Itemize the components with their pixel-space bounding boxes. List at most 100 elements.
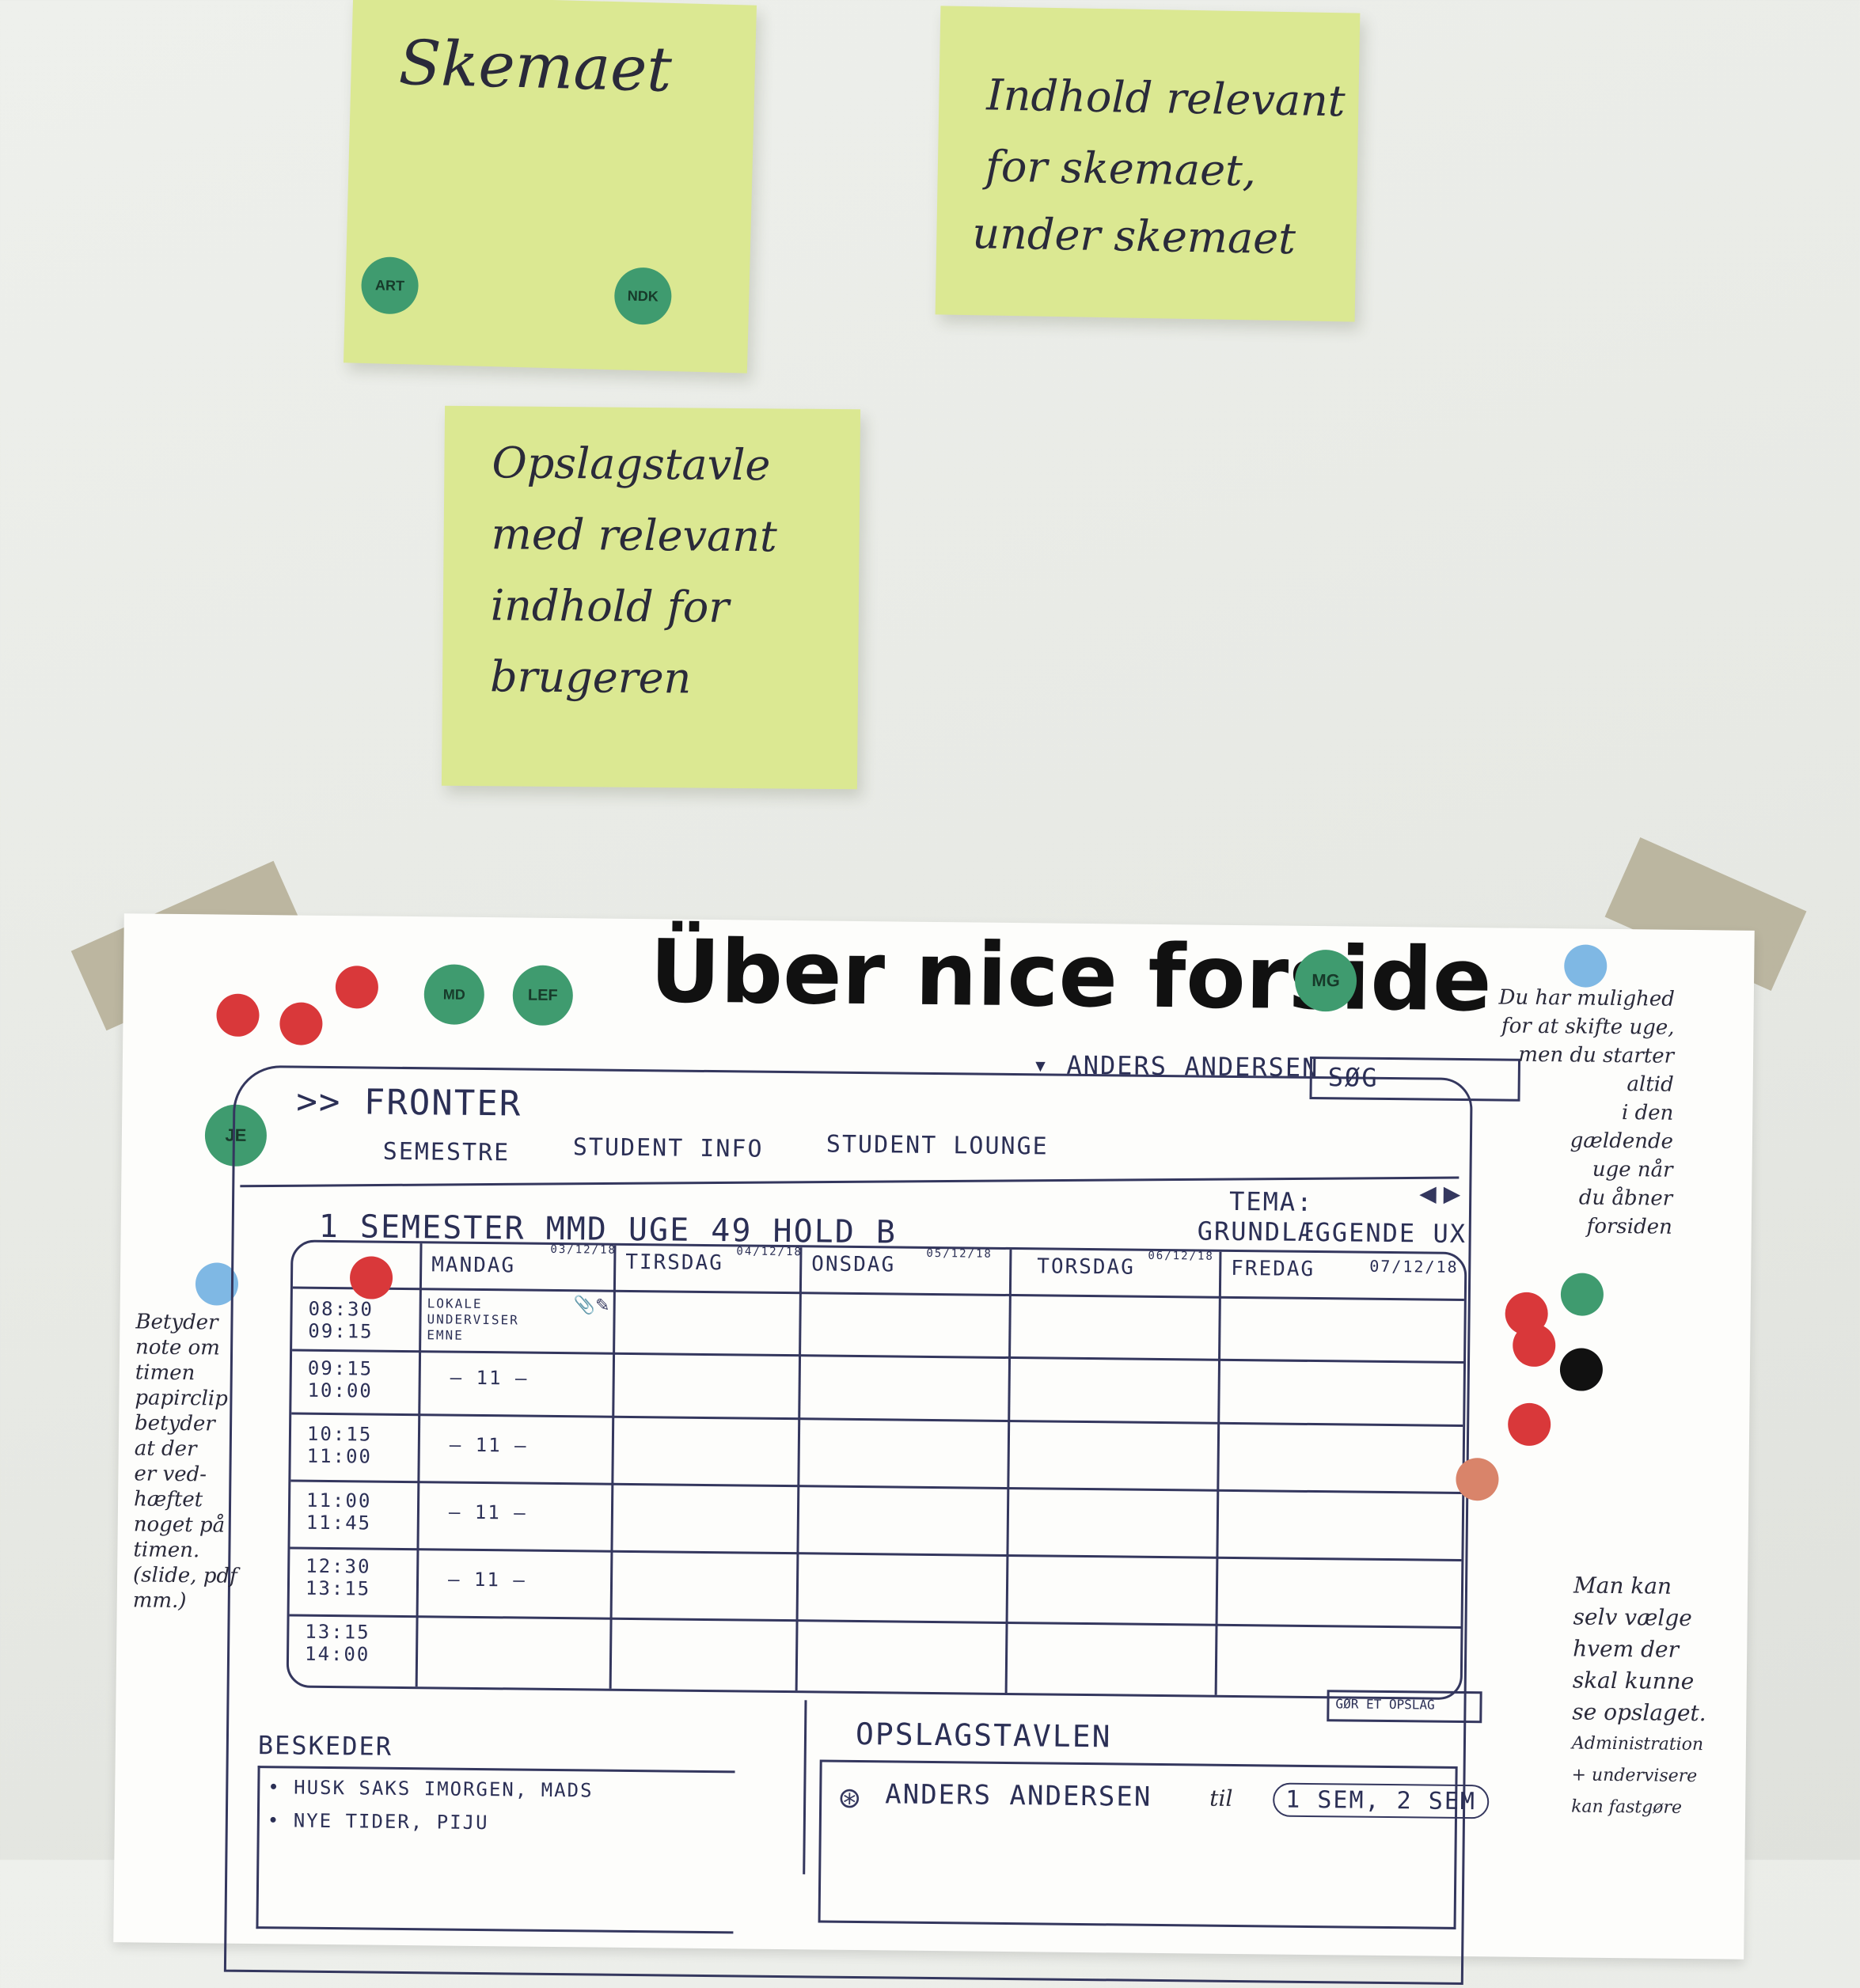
sticky-note-skemaet: Skemaet ART NDK (344, 0, 757, 374)
note-text-line: med relevant (491, 509, 778, 562)
create-post-label: GØR ET OPSLAG (1335, 1696, 1435, 1713)
message-text: HUSK SAKS IMORGEN, MADS (294, 1776, 594, 1802)
messages-box: • HUSK SAKS IMORGEN, MADS • NYE TIDER, P… (256, 1766, 735, 1934)
repeat-cell: — 11 — (447, 1568, 526, 1592)
orange-vote-dot (1456, 1457, 1499, 1501)
repeat-cell: — 11 — (448, 1500, 527, 1524)
repeat-cell: — 11 — (450, 1366, 529, 1390)
user-menu-sketch[interactable]: ▾ ANDERS ANDERSEN (1032, 1049, 1319, 1083)
note-text-line: Skemaet (397, 27, 673, 106)
cell-lokale[interactable]: LOKALE (427, 1296, 483, 1312)
red-vote-dot (279, 1002, 323, 1045)
message-item[interactable]: • NYE TIDER, PIJU (267, 1809, 489, 1834)
nav-item-student-lounge[interactable]: STUDENT LOUNGE (826, 1130, 1049, 1161)
nav-item-semestre[interactable]: SEMESTRE (382, 1137, 511, 1167)
annotation-line: du åbner (1578, 1186, 1673, 1211)
schedule-header-row: MANDAG 03/12/18 TIRSDAG 04/12/18 ONSDAG … (292, 1242, 1465, 1302)
board-post: ⊛ ANDERS ANDERSEN til 1 SEM, 2 SEM (818, 1759, 1490, 1929)
annotation-line: selv vælge (1573, 1603, 1693, 1632)
poster-title: Über nice forside (649, 920, 1493, 1031)
right-annotation-top: Du har mulighed for at skifte uge, men d… (1482, 983, 1675, 1241)
day-date: 06/12/18 (1148, 1249, 1214, 1263)
annotation-line: men du starter (1518, 1042, 1675, 1068)
annotation-line: forsiden (1586, 1214, 1672, 1239)
time-slot: 13:15 14:00 (304, 1620, 370, 1666)
annotation-line: altid (1627, 1072, 1674, 1097)
day-header-onsdag: ONSDAG (811, 1252, 896, 1277)
annotation-line: kan fastgøre (1571, 1796, 1683, 1818)
repeat-cell: — 11 — (449, 1433, 528, 1457)
annotation-line: (slide, pdf (132, 1563, 237, 1588)
day-date: 04/12/18 (736, 1245, 803, 1259)
message-item[interactable]: • HUSK SAKS IMORGEN, MADS (268, 1776, 594, 1802)
annotation-line: skal kunne (1572, 1667, 1695, 1695)
grid-row-line (291, 1412, 1463, 1427)
time-slot: 09:15 10:00 (307, 1356, 374, 1402)
post-to: til (1209, 1785, 1233, 1812)
messages-title: BESKEDER (257, 1730, 393, 1762)
red-vote-dot (1512, 1323, 1556, 1368)
annotation-line: Betyder (135, 1310, 218, 1335)
vote-dot-art: ART (360, 256, 419, 315)
wireframe-poster: Über nice forside MD LEF MG JE ▾ ANDERS … (113, 913, 1755, 1986)
grid-column-line (415, 1243, 423, 1687)
red-vote-dot (1507, 1402, 1551, 1447)
day-header-tirsdag: TIRSDAG (625, 1250, 724, 1276)
day-header-fredag: FREDAG (1231, 1256, 1315, 1282)
note-text-line: Indhold relevant (985, 70, 1346, 127)
post-author: ANDERS ANDERSEN (885, 1778, 1152, 1813)
post-audience[interactable]: 1 SEM, 2 SEM (1272, 1782, 1490, 1819)
day-header-torsdag: TORSDAG (1037, 1254, 1135, 1280)
annotation-line: + undervisere (1571, 1765, 1698, 1787)
red-vote-dot (335, 966, 379, 1009)
annotation-line: i den (1621, 1101, 1674, 1125)
cell-underviser[interactable]: UNDERVISER (427, 1311, 519, 1328)
grid-column-line (1004, 1249, 1012, 1693)
annotation-line: Man kan (1573, 1572, 1672, 1599)
grid-column-line (1214, 1251, 1222, 1695)
annotation-line: se opslaget. (1572, 1698, 1706, 1727)
annotation-line: papirclip (135, 1386, 228, 1411)
schedule-grid: MANDAG 03/12/18 TIRSDAG 04/12/18 ONSDAG … (286, 1239, 1467, 1701)
annotation-line: timen (135, 1360, 195, 1386)
nav-item-student-info[interactable]: STUDENT INFO (572, 1133, 764, 1163)
vote-dot-mg: MG (1294, 949, 1357, 1012)
day-date: 05/12/18 (926, 1246, 993, 1261)
grid-column-line (795, 1247, 803, 1691)
grid-column-line (609, 1245, 617, 1689)
time-slot: 08:30 09:15 (308, 1297, 374, 1343)
annotation-line: gældende (1570, 1129, 1674, 1154)
right-annotation-bottom: Man kan selv vælge hvem der skal kunne s… (1571, 1569, 1740, 1824)
annotation-line: Du har mulighed (1498, 985, 1675, 1011)
green-vote-dot (1560, 1273, 1604, 1316)
grid-row-line (292, 1349, 1464, 1364)
blue-vote-dot (1563, 944, 1608, 988)
annotation-line: uge når (1592, 1157, 1673, 1182)
day-header-mandag: MANDAG (431, 1253, 516, 1278)
tema-value: GRUNDLÆGGENDE UX (1197, 1216, 1467, 1250)
annotation-line: er ved- (134, 1462, 207, 1487)
paperclip-note-icon[interactable]: 📎✎ (573, 1296, 610, 1316)
note-text-line: under skemaet (971, 208, 1296, 264)
sticky-note-opslagstavle: Opslagstavle med relevant indhold for br… (441, 405, 861, 790)
annotation-line: note om (135, 1335, 221, 1360)
search-label: SØG (1327, 1062, 1379, 1093)
week-switch-arrows-icon[interactable]: ◀ ▶ (1419, 1180, 1461, 1207)
annotation-line: timen. (133, 1538, 200, 1563)
user-icon: ⊛ (837, 1781, 862, 1815)
time-slot: 12:30 13:15 (305, 1554, 371, 1600)
grid-row-line (290, 1546, 1462, 1561)
annotation-line: hvem der (1573, 1635, 1680, 1663)
cell-emne[interactable]: EMNE (427, 1327, 464, 1343)
create-post-button[interactable]: GØR ET OPSLAG (1327, 1690, 1482, 1724)
message-text: NYE TIDER, PIJU (293, 1809, 489, 1834)
black-vote-dot (1559, 1348, 1604, 1391)
vote-dot-lef: LEF (512, 965, 574, 1026)
note-text-line: Opslagstavle (492, 438, 771, 491)
annotation-line: at der (134, 1436, 197, 1462)
fronter-logo[interactable]: >> FRONTER (296, 1081, 522, 1125)
vote-dot-ndk: NDK (613, 267, 673, 326)
day-date: 07/12/18 (1369, 1256, 1459, 1277)
annotation-line: betyder (134, 1411, 215, 1436)
annotation-line: hæftet (133, 1487, 203, 1512)
